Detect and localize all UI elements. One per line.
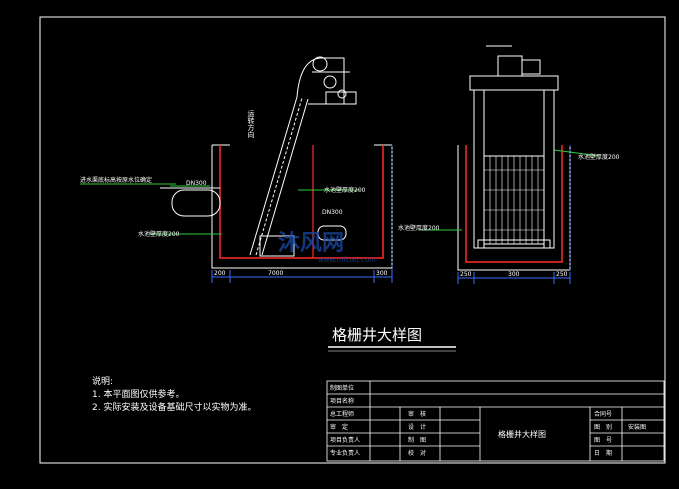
water-depth-left-label: 水池壁厚度200 [138, 230, 180, 238]
dim-center: 7000 [268, 270, 283, 277]
title-row-left-2: 项目负责人 [330, 436, 360, 444]
drawing-title: 格栅井大样图 [332, 326, 422, 344]
title-row-left-1: 审 定 [330, 423, 348, 431]
dim-300-right: 300 [376, 270, 388, 277]
title-row-right-3: 日 期 [594, 449, 612, 457]
title-row-right-2: 图 号 [594, 437, 612, 444]
title-row-left-0: 总工程师 [330, 410, 354, 418]
notes-heading: 说明: [92, 377, 114, 387]
pipe-dn-label-2: DN300 [322, 209, 343, 216]
side-water-depth-right: 水池壁厚度200 [578, 153, 620, 161]
title-row-mid-1: 设 计 [408, 423, 426, 431]
water-depth-right-label: 水池壁厚度200 [324, 186, 366, 194]
title-block [326, 380, 665, 462]
dim-200-left: 200 [214, 270, 226, 277]
title-row-mid-3: 校 对 [408, 449, 426, 457]
title-drawing-category: 安装图 [628, 423, 646, 431]
watermark-text: 沐风网 [278, 231, 344, 256]
side-dim-300: 300 [508, 271, 520, 278]
side-dim-250: 250 [460, 271, 472, 278]
title-drawing-name: 格栅井大样图 [498, 429, 546, 439]
notes-line-2: 2. 实际安装及设备基础尺寸以实物为准。 [92, 403, 257, 413]
title-row-left-3: 专业负责人 [330, 449, 360, 457]
title-project-name: 项目名称 [330, 397, 354, 405]
title-design-unit: 制图单位 [330, 384, 354, 392]
sheet-border [39, 16, 666, 464]
title-row-mid-2: 制 图 [408, 436, 426, 444]
rotate-direction-label: 运转方向 [247, 110, 255, 138]
title-row-mid-0: 审 核 [408, 410, 426, 418]
notes-line-1: 1. 本平面图仅供参考。 [92, 390, 185, 400]
notes: 说明: 1. 本平面图仅供参考。 2. 实际安装及设备基础尺寸以实物为准。 [92, 376, 256, 415]
side-dim-250-right: 250 [556, 271, 568, 278]
section-view [80, 56, 393, 283]
pipe-dn-label: DN300 [186, 180, 207, 187]
side-water-depth-left: 水池壁厚度200 [398, 224, 440, 232]
title-row-right-0: 合同号 [594, 410, 612, 418]
watermark-url: www.mfcad.com [318, 256, 376, 264]
side-view [420, 45, 601, 284]
title-row-right-1: 图 别 [594, 423, 612, 431]
inlet-note: 进水渠底标高按原水位确定 [80, 176, 152, 184]
